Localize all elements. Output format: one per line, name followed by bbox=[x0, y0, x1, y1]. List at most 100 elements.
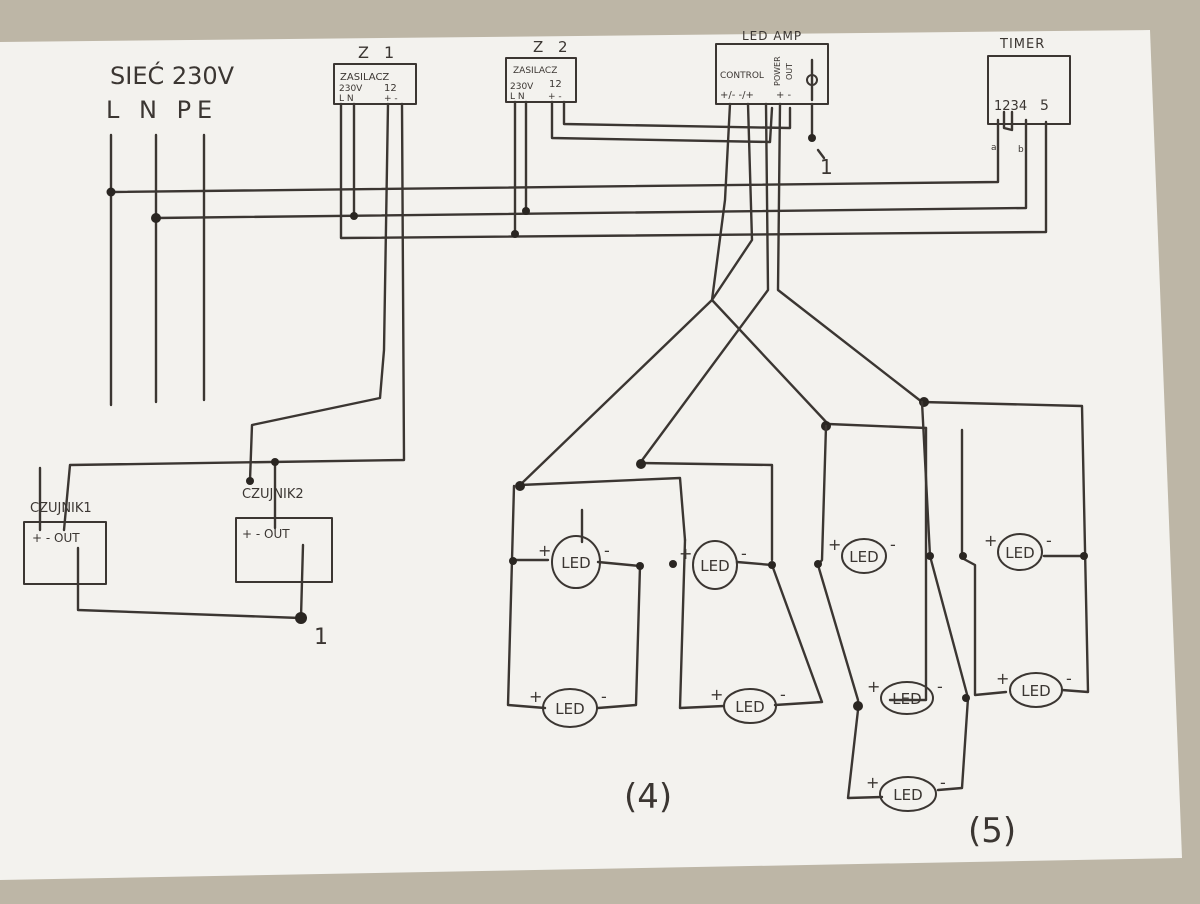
led-g4-3: LED + - bbox=[529, 687, 607, 728]
sensor1-terms: + - OUT bbox=[32, 531, 80, 545]
sensor2-terms: + - OUT bbox=[242, 527, 290, 541]
led-g4-3-plus: + bbox=[529, 687, 542, 706]
feed-group4-a bbox=[518, 102, 732, 487]
g5-node-6 bbox=[962, 694, 970, 702]
led-g5-3-plus: + bbox=[867, 677, 880, 696]
sensor-out-connector-mark: 1 bbox=[314, 625, 328, 650]
led-g4-2-minus: - bbox=[741, 544, 747, 563]
supply1-minus-wire bbox=[62, 102, 406, 532]
timer-sub-a: a bbox=[991, 143, 997, 153]
led-feed-wires bbox=[518, 102, 924, 487]
led-g5-2-minus: - bbox=[1046, 531, 1052, 550]
supply1-plus-wire bbox=[248, 102, 390, 482]
mains-title: SIEĆ 230V bbox=[110, 60, 235, 90]
g4-node-2 bbox=[636, 562, 644, 570]
sensor2-minus-junction bbox=[271, 458, 279, 466]
g4-led1-minus-lead bbox=[596, 560, 642, 710]
led-amp-output-symbol bbox=[806, 74, 818, 86]
led-amp-output-terminal bbox=[808, 134, 816, 142]
led-amp-box bbox=[715, 43, 829, 105]
timer-sub-b: b bbox=[1018, 145, 1024, 155]
led-g5-5-label: LED bbox=[893, 786, 922, 804]
supply2-n-junction bbox=[522, 207, 530, 215]
g4-junction-a bbox=[515, 481, 525, 491]
sensor2-plus-junction bbox=[246, 477, 254, 485]
led-g4-3-body bbox=[542, 688, 598, 728]
led-g5-3: LED+- bbox=[867, 677, 943, 715]
feed-group4-b bbox=[638, 102, 770, 465]
g5-left-chain bbox=[816, 424, 884, 800]
led-g5-5: LED + - bbox=[866, 773, 946, 812]
bus-n-to-timer bbox=[154, 118, 1028, 220]
led-g5-5-minus: - bbox=[940, 773, 946, 792]
led-g4-4-minus: - bbox=[780, 685, 786, 704]
led-g5-2-body bbox=[997, 533, 1043, 571]
timer-box bbox=[987, 55, 1071, 125]
led-amp-output-label: OUT bbox=[785, 63, 794, 80]
mains-line-labels: L N PE bbox=[106, 96, 218, 124]
led-g5-4: LED + - bbox=[996, 669, 1072, 708]
supply2-l-junction bbox=[511, 230, 519, 238]
led-g5-4-label: LED bbox=[1021, 682, 1050, 700]
g5-node-5 bbox=[853, 701, 863, 711]
sensor2-out-wire bbox=[299, 543, 305, 619]
supply2-term-right: + - bbox=[548, 92, 562, 102]
supply2-name: Z 2 bbox=[533, 38, 573, 56]
led-g4-2-plus: + bbox=[679, 544, 692, 563]
g5-top-rail-a bbox=[826, 422, 928, 430]
led-g5-4-minus: - bbox=[1066, 669, 1072, 688]
g5-right-chain bbox=[960, 428, 1008, 697]
sensor1-title: CZUJNIK1 bbox=[30, 501, 92, 516]
led-g5-1-minus: - bbox=[890, 535, 896, 554]
led-g4-1-label: LED bbox=[561, 554, 590, 572]
led-g4-1: LED+- bbox=[538, 535, 610, 589]
g4-mid-rail bbox=[638, 461, 774, 562]
led-amp-power-terms: + - bbox=[776, 90, 792, 101]
led-g5-3-minus: - bbox=[937, 677, 943, 696]
led-g4-4-plus: + bbox=[710, 685, 723, 704]
supply1-title: ZASILACZ bbox=[340, 72, 389, 83]
led-g4-2-label: LED bbox=[700, 557, 729, 575]
led-g4-3-minus: - bbox=[601, 687, 607, 706]
sensor2-block: CZUJNIK2 + - OUT 1 bbox=[235, 458, 333, 650]
g4-led4-plus-lead bbox=[678, 538, 726, 710]
timer-terminal-5: 5 bbox=[1040, 98, 1049, 114]
supply1-term-left: L N bbox=[339, 94, 354, 104]
g4-led2-minus-lead bbox=[735, 560, 824, 707]
supply1-spec-left: 230V bbox=[339, 84, 363, 94]
supply2-plus-wire bbox=[550, 100, 774, 144]
led-g4-2-body bbox=[692, 540, 738, 590]
g5-node-1 bbox=[814, 560, 822, 568]
led-g4-4-label: LED bbox=[735, 698, 764, 716]
g5-node-2 bbox=[926, 552, 934, 560]
g5-top-rail-b bbox=[920, 400, 1090, 694]
sensor1-block: CZUJNIK1 + - OUT bbox=[23, 466, 302, 620]
led-group-4: LED+-LED+-LED+-LED+- (4) bbox=[506, 459, 824, 817]
led-amp-control-terms: +/- -/+ bbox=[720, 90, 754, 101]
g4-led3-plus-lead bbox=[506, 558, 547, 710]
feed-group5-a bbox=[710, 102, 830, 426]
g4-junction-b bbox=[636, 459, 646, 469]
led-g5-1-label: LED bbox=[849, 548, 878, 566]
sensor2-box bbox=[235, 517, 333, 583]
supply2-box bbox=[505, 57, 577, 103]
sensor2-title: CZUJNIK2 bbox=[242, 487, 304, 502]
junction-l bbox=[106, 187, 116, 197]
feed-group5-b bbox=[776, 102, 924, 404]
paper-sheet bbox=[0, 30, 1182, 880]
g4-node-3 bbox=[669, 560, 677, 568]
g5-node-4 bbox=[1080, 552, 1088, 560]
led-amp-control: CONTROL bbox=[720, 71, 764, 81]
supply2-spec-right: 12 bbox=[549, 79, 562, 90]
g5-node-3 bbox=[959, 552, 967, 560]
led-g4-2: LED + - bbox=[679, 540, 747, 590]
g4-node-4 bbox=[768, 561, 776, 569]
sensor-out-junction bbox=[295, 612, 307, 624]
g4-node-1 bbox=[509, 557, 517, 565]
timer-terminals: 1234 bbox=[994, 99, 1027, 114]
led-g4-3-label: LED bbox=[555, 700, 584, 718]
led-g5-5-plus: + bbox=[866, 773, 879, 792]
led-g4-4-body bbox=[723, 688, 777, 724]
led-g5-4-plus: + bbox=[996, 669, 1009, 688]
